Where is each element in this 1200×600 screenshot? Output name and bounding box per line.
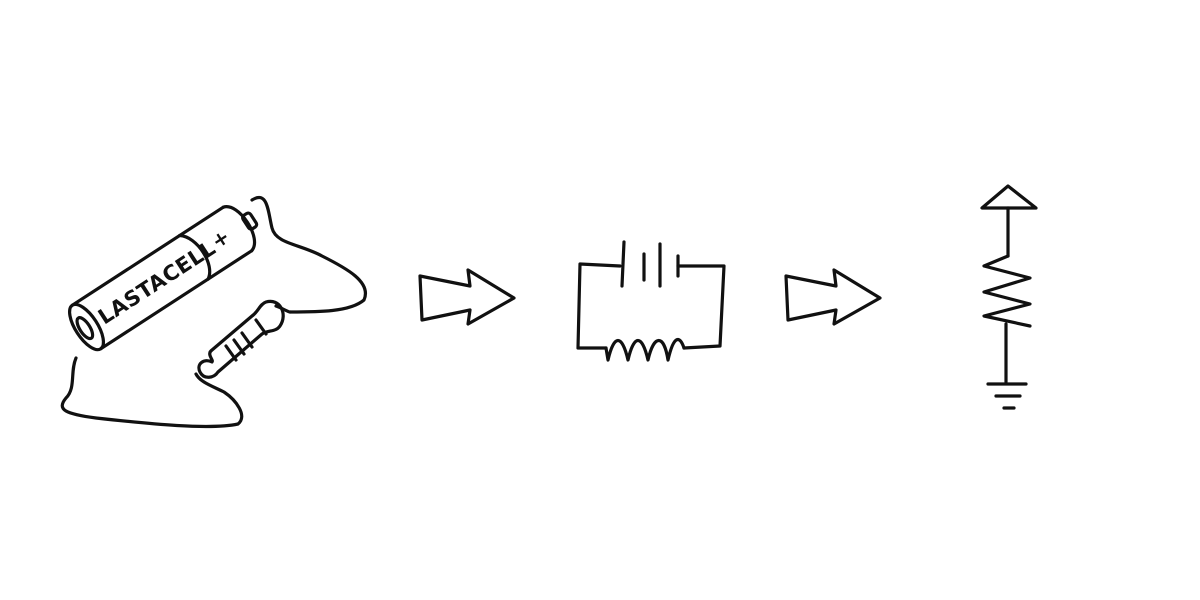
arrow-right-icon [418,268,516,326]
top-wire [250,196,368,314]
battery-positive-nub [241,211,259,231]
battery-plate-long-1 [620,240,626,288]
arrow-right-icon [784,268,882,326]
schematic-right-wire [676,264,726,350]
battery-negative-end [68,302,106,352]
battery-body [70,205,254,351]
resistor-to-ground-schematic-icon [980,184,1038,410]
bottom-wire [60,356,244,429]
battery-icon: LASTACELL + [68,205,259,352]
battery-positive-end [221,205,256,253]
resistor-band-3 [240,331,254,349]
circuit-schematic-icon [576,240,726,362]
supply-triangle [980,184,1038,210]
resistor-band-4 [254,318,268,336]
schematic-left-wire [576,262,622,350]
vertical-resistor [982,254,1032,328]
battery-negative-contact [75,316,95,341]
resistor-band-1 [224,344,238,362]
resistor-component-icon [197,299,292,379]
physical-circuit: LASTACELL + [60,196,368,429]
battery-label-band [178,233,212,281]
resistor-lead [274,304,292,314]
schematic-resistor [604,338,686,362]
resistor-band-2 [232,338,246,356]
resistor-body [197,299,285,379]
